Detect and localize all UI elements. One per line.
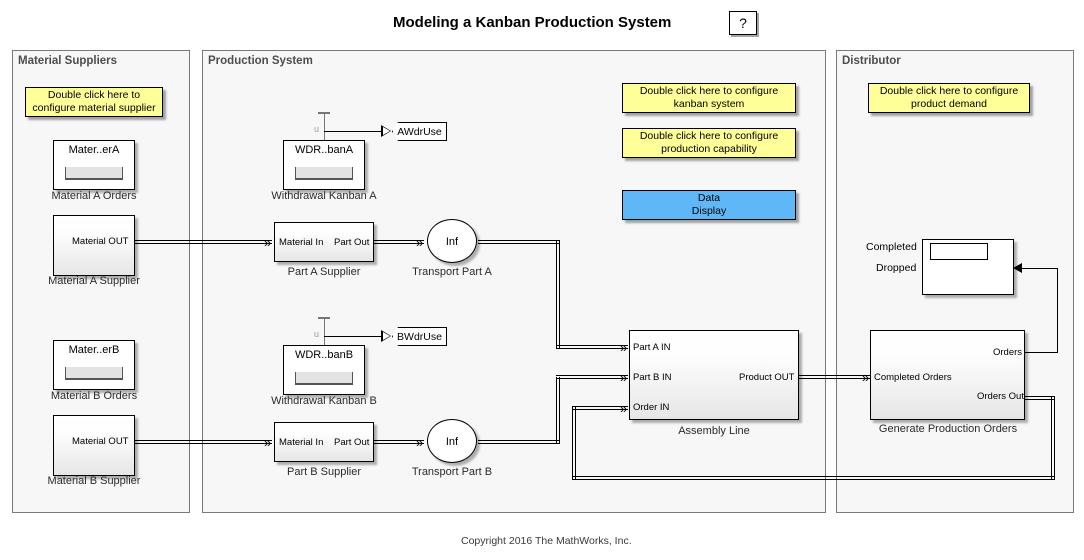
arrow-transport-a-in: » bbox=[416, 235, 424, 250]
scope-label-completed: Completed bbox=[866, 241, 917, 253]
block-withdrawal-kanban-a[interactable] bbox=[283, 140, 365, 190]
block-transport-part-b[interactable] bbox=[427, 419, 477, 463]
arrow-transport-b-in: » bbox=[416, 435, 424, 450]
block-transport-part-b-value: Inf bbox=[445, 436, 459, 448]
block-withdrawal-kanban-a-caption: Withdrawal Kanban A bbox=[271, 190, 377, 202]
block-part-a-supplier-port-in: Material In bbox=[279, 237, 324, 248]
scope-glyph-icon bbox=[295, 167, 353, 180]
block-part-a-supplier-port-out: Part Out bbox=[334, 237, 370, 248]
arrow-scope-in bbox=[1013, 263, 1022, 273]
wire-ordersout-4 bbox=[572, 406, 576, 480]
wire-orders-3 bbox=[1022, 268, 1058, 269]
block-material-b-orders-title: Mater..erB bbox=[68, 344, 120, 356]
block-transport-part-b-caption: Transport Part B bbox=[411, 466, 493, 478]
wire-part-b-transport bbox=[374, 440, 424, 444]
block-material-a-orders[interactable] bbox=[53, 140, 135, 190]
goto-arrow-a-inner-icon bbox=[383, 127, 390, 135]
wire-transport-b-2 bbox=[556, 377, 560, 444]
wire-ordersout-2 bbox=[1051, 396, 1055, 480]
block-part-b-supplier-caption: Part B Supplier bbox=[287, 466, 361, 478]
note-production-capability[interactable]: Double click here to configure productio… bbox=[622, 128, 796, 158]
panel-distributor-title: Distributor bbox=[842, 55, 901, 67]
note-data-display[interactable]: Data Display bbox=[622, 190, 796, 220]
block-gpo-port-completed-orders: Completed Orders bbox=[874, 372, 952, 383]
arrow-assembly-part-b-in: » bbox=[620, 370, 628, 385]
block-withdrawal-kanban-b[interactable] bbox=[283, 345, 365, 395]
block-part-b-supplier[interactable] bbox=[274, 422, 374, 462]
block-generate-production-orders-caption: Generate Production Orders bbox=[878, 423, 1018, 435]
panel-production-system-title: Production System bbox=[208, 55, 313, 67]
wire-transport-a-2 bbox=[556, 240, 560, 348]
block-part-a-supplier-caption: Part A Supplier bbox=[287, 266, 361, 278]
block-gpo-port-orders: Orders bbox=[993, 347, 1023, 358]
help-button[interactable]: ? bbox=[729, 11, 757, 35]
note-kanban-system[interactable]: Double click here to configure kanban sy… bbox=[622, 83, 796, 113]
wire-orders-2 bbox=[1057, 268, 1058, 353]
goto-arrow-b-inner-icon bbox=[383, 332, 390, 340]
wire-transport-b-3 bbox=[556, 375, 628, 379]
arrow-completed-orders-in: » bbox=[862, 370, 870, 385]
wire-orders-1 bbox=[1025, 352, 1058, 353]
block-assembly-line[interactable] bbox=[629, 330, 799, 420]
wire-material-a bbox=[135, 240, 272, 244]
arrow-assembly-part-a-in: » bbox=[620, 340, 628, 355]
wire-part-a-transport bbox=[374, 240, 424, 244]
block-transport-part-a[interactable] bbox=[427, 219, 477, 263]
arrow-assembly-order-in: » bbox=[620, 401, 628, 416]
block-material-a-supplier-port-out: Material OUT bbox=[72, 236, 129, 247]
block-withdrawal-kanban-b-title: WDR..banB bbox=[294, 349, 354, 361]
copyright-text: Copyright 2016 The MathWorks, Inc. bbox=[461, 535, 632, 547]
scope-inner-rect-icon bbox=[930, 243, 988, 260]
note-material-supplier[interactable]: Double click here to configure material … bbox=[25, 87, 163, 117]
block-withdrawal-kanban-b-caption: Withdrawal Kanban B bbox=[271, 395, 377, 407]
block-assembly-line-port-part-a-in: Part A IN bbox=[633, 342, 671, 353]
block-withdrawal-kanban-a-title: WDR..banA bbox=[294, 144, 354, 156]
block-part-b-supplier-port-in: Material In bbox=[279, 437, 324, 448]
block-assembly-line-port-part-b-in: Part B IN bbox=[633, 372, 672, 383]
block-material-a-supplier-caption: Material A Supplier bbox=[48, 275, 140, 287]
block-assembly-line-caption: Assembly Line bbox=[678, 425, 750, 437]
block-material-b-orders[interactable] bbox=[53, 340, 135, 390]
block-gpo-port-orders-out: Orders Out bbox=[977, 391, 1024, 402]
wire-ordersout-1 bbox=[1025, 396, 1055, 400]
block-part-a-supplier[interactable] bbox=[274, 222, 374, 262]
block-material-a-orders-title: Mater..erA bbox=[68, 144, 120, 156]
kanban-b-input-label: u bbox=[314, 329, 320, 339]
panel-material-suppliers-title: Material Suppliers bbox=[18, 55, 118, 67]
arrow-part-b-material-in: » bbox=[264, 435, 272, 450]
scope-glyph-icon bbox=[65, 167, 123, 180]
block-part-b-supplier-port-out: Part Out bbox=[334, 437, 370, 448]
wire-transport-a-1 bbox=[478, 240, 560, 244]
block-material-b-supplier-port-out: Material OUT bbox=[72, 436, 129, 447]
wire-ordersout-3 bbox=[572, 476, 1055, 480]
block-material-a-supplier[interactable] bbox=[53, 215, 135, 276]
scope-glyph-icon bbox=[295, 372, 353, 385]
wire-transport-a-3 bbox=[556, 345, 628, 349]
goto-tag-awdruse[interactable]: AWdrUse bbox=[392, 122, 447, 141]
block-assembly-line-port-order-in: Order IN bbox=[633, 402, 670, 413]
kanban-b-stub-line-icon bbox=[324, 317, 325, 345]
wire-awdruse bbox=[324, 131, 381, 132]
block-generate-production-orders[interactable] bbox=[870, 330, 1025, 420]
wire-bwdruse bbox=[324, 336, 381, 337]
block-material-b-orders-caption: Material B Orders bbox=[50, 390, 138, 402]
arrow-part-a-material-in: » bbox=[264, 235, 272, 250]
block-assembly-line-port-product-out: Product OUT bbox=[739, 372, 795, 383]
note-product-demand[interactable]: Double click here to configure product d… bbox=[868, 83, 1030, 113]
block-transport-part-a-caption: Transport Part A bbox=[412, 266, 492, 278]
page-title: Modeling a Kanban Production System bbox=[393, 14, 672, 31]
block-material-b-supplier-caption: Material B Supplier bbox=[47, 475, 141, 487]
wire-transport-b-1 bbox=[478, 440, 560, 444]
block-transport-part-a-value: Inf bbox=[445, 236, 459, 248]
kanban-a-stub-line-icon bbox=[324, 112, 325, 140]
scope-glyph-icon bbox=[65, 367, 123, 380]
block-material-a-orders-caption: Material A Orders bbox=[51, 190, 137, 202]
goto-tag-bwdruse[interactable]: BWdrUse bbox=[392, 327, 447, 346]
kanban-a-input-label: u bbox=[314, 124, 320, 134]
scope-label-dropped: Dropped bbox=[876, 262, 917, 274]
wire-product-out bbox=[798, 375, 874, 379]
wire-material-b bbox=[135, 440, 272, 444]
wire-ordersout-5 bbox=[572, 406, 628, 410]
block-material-b-supplier[interactable] bbox=[53, 415, 135, 476]
